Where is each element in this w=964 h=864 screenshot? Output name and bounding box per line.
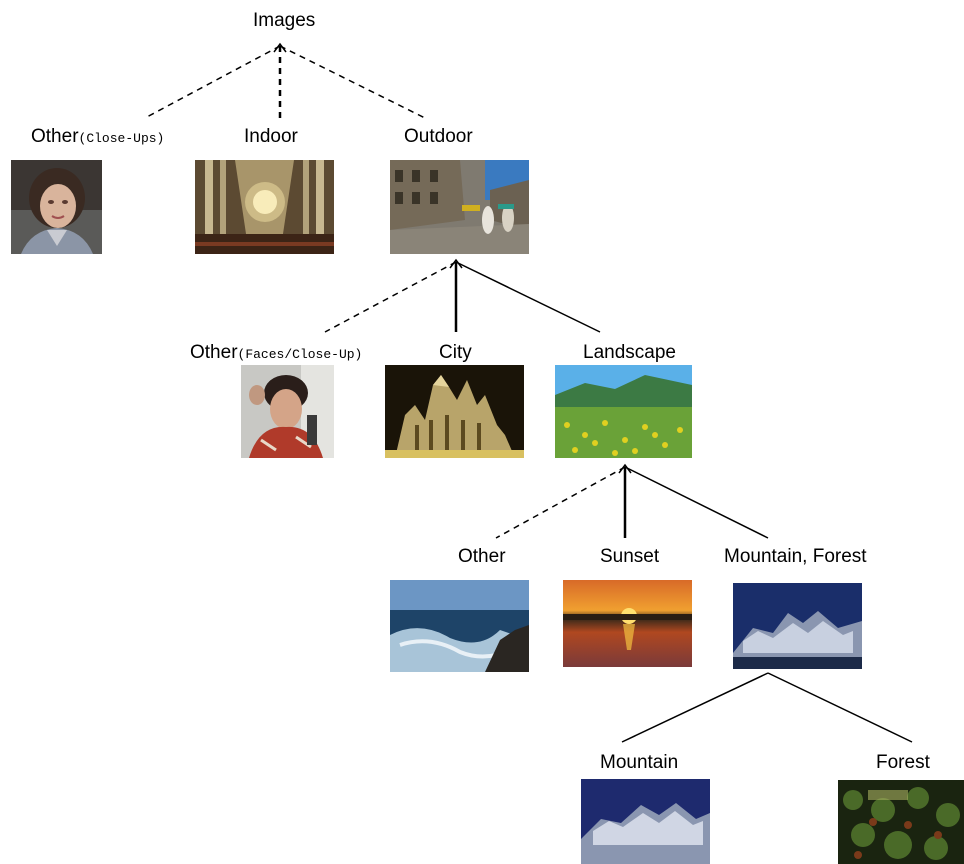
thumbnail-other-seascape <box>390 580 529 672</box>
node-label-mountain: Mountain <box>600 752 679 773</box>
node-label-other-landscape: Other <box>458 546 506 567</box>
node-label-outdoor: Outdoor <box>404 126 473 147</box>
edge-outdoor-landscape <box>455 261 601 333</box>
other-closeups-qualifier: (Close-Ups) <box>78 131 165 146</box>
other-closeups-label: Other <box>31 126 79 147</box>
thumbnail-landscape <box>555 365 692 458</box>
arrow-landscape <box>618 463 632 474</box>
other-faces-label: Other <box>190 342 238 363</box>
edge-mf-forest <box>767 672 913 743</box>
thumbnail-mountain-forest <box>733 583 862 669</box>
arrow-outdoor <box>449 258 463 269</box>
node-label-other-closeups: Other(Close-Ups) <box>31 126 164 150</box>
node-label-mountain-forest: Mountain, Forest <box>724 546 867 567</box>
edge-landscape-mountain-forest <box>624 466 769 539</box>
node-label-indoor: Indoor <box>244 126 298 147</box>
edge-images-other-closeups <box>144 45 281 119</box>
thumbnail-close-up-portrait <box>11 160 102 254</box>
thumbnail-mountain <box>581 779 710 864</box>
thumbnail-faces-close-up <box>241 365 334 458</box>
other-faces-qualifier: (Faces/Close-Up) <box>237 347 363 362</box>
edge-images-outdoor <box>279 45 426 119</box>
node-label-forest: Forest <box>876 752 930 773</box>
node-label-city: City <box>439 342 472 363</box>
node-label-images: Images <box>253 10 316 31</box>
edge-mf-mountain <box>621 672 769 743</box>
node-label-sunset: Sunset <box>600 546 660 567</box>
edge-outdoor-other-faces <box>324 261 457 333</box>
thumbnail-sunset <box>563 580 692 667</box>
thumbnail-city <box>385 365 524 458</box>
thumbnail-forest <box>838 780 964 864</box>
node-label-landscape: Landscape <box>583 342 676 363</box>
thumbnail-outdoor <box>390 160 529 254</box>
thumbnail-indoor <box>195 160 334 254</box>
node-label-other-faces: Other(Faces/Close-Up) <box>190 342 362 366</box>
edge-landscape-other <box>495 466 626 539</box>
arrow-images <box>273 42 287 53</box>
